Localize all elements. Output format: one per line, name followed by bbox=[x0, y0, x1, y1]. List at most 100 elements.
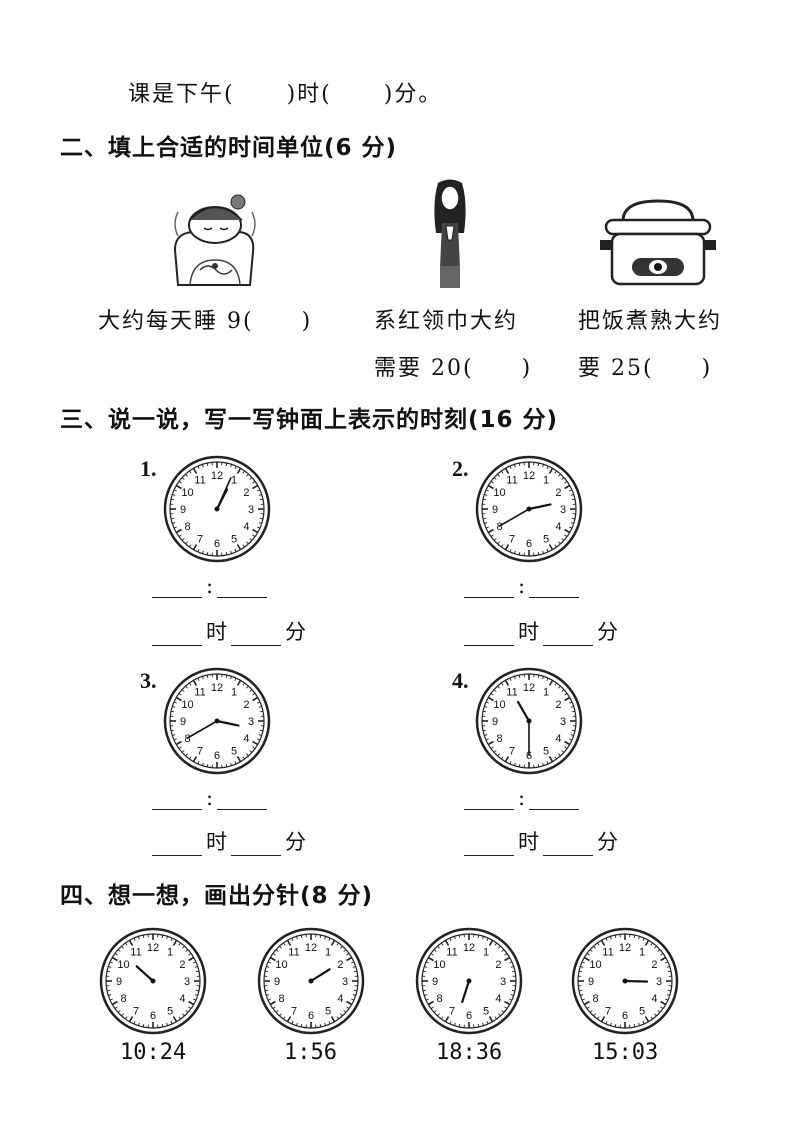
clock-numeral: 1 bbox=[231, 475, 237, 487]
clock-numeral: 2 bbox=[243, 699, 249, 711]
section3-title: 三、说一说，写一写钟面上表示的时刻(16 分) bbox=[60, 407, 559, 433]
clock-tick bbox=[182, 1013, 185, 1017]
clock-tick bbox=[430, 953, 434, 956]
clock-numeral: 1 bbox=[231, 687, 237, 699]
clock-tick bbox=[246, 753, 249, 757]
answer-words-1[interactable]: 时分 bbox=[152, 616, 310, 646]
clock-tick bbox=[236, 544, 242, 551]
clock-tick bbox=[490, 481, 494, 484]
clock-numeral: 11 bbox=[506, 475, 517, 487]
clock-tick bbox=[291, 937, 294, 941]
clock-tick bbox=[665, 961, 669, 964]
clock-tick bbox=[166, 1022, 168, 1026]
clock-center bbox=[214, 718, 220, 724]
clock-tick bbox=[485, 489, 489, 492]
clock-numeral: 3 bbox=[248, 504, 254, 516]
hour-hand bbox=[623, 979, 649, 983]
clock-tick bbox=[111, 956, 118, 962]
clock-tick bbox=[518, 551, 521, 556]
clock-tick bbox=[484, 522, 488, 524]
clock-tick bbox=[328, 1021, 331, 1025]
answer-digital-1[interactable]: : bbox=[152, 574, 268, 598]
clock-tick bbox=[114, 953, 118, 956]
clock-tick bbox=[259, 517, 264, 520]
clock-tick bbox=[230, 762, 232, 766]
clock-tick bbox=[128, 939, 134, 946]
clock-tick bbox=[501, 1010, 505, 1013]
answer-words-2[interactable]: 时分 bbox=[464, 616, 622, 646]
clock-tick bbox=[542, 676, 544, 680]
clock-numeral: 3 bbox=[248, 716, 254, 728]
clock-tick bbox=[509, 549, 512, 553]
clock-tick bbox=[106, 970, 111, 973]
clock-tick bbox=[351, 998, 355, 1001]
answer-digital-2[interactable]: : bbox=[464, 574, 580, 598]
clock-tick bbox=[504, 956, 511, 962]
clock-tick bbox=[192, 679, 198, 686]
clock-tick bbox=[564, 696, 571, 702]
clock-numeral: 8 bbox=[184, 733, 190, 745]
clock-tick bbox=[614, 1023, 617, 1028]
clock-tick bbox=[352, 994, 356, 996]
clock-numeral: 12 bbox=[305, 942, 317, 954]
clock-tick bbox=[206, 674, 209, 679]
clock-tick bbox=[504, 467, 510, 474]
clock-numeral: 10 bbox=[493, 699, 505, 711]
clock-tick bbox=[583, 1000, 590, 1006]
clock-tick bbox=[548, 467, 554, 474]
answer-digital-4[interactable]: : bbox=[464, 786, 580, 810]
clock-tick bbox=[193, 961, 197, 964]
clock-tick bbox=[173, 489, 177, 492]
clock-numeral: 4 bbox=[243, 733, 249, 745]
clock-tick bbox=[578, 970, 583, 973]
clock-tick bbox=[188, 1006, 192, 1009]
clock-numeral: 3 bbox=[342, 976, 348, 988]
clock-tick bbox=[610, 1022, 612, 1026]
clock-tick bbox=[343, 1010, 347, 1013]
clock-tick bbox=[422, 970, 427, 973]
clock-tick bbox=[225, 763, 228, 768]
hour-hand bbox=[215, 719, 240, 727]
clock-tick bbox=[425, 961, 429, 964]
clock-tick bbox=[444, 1016, 450, 1023]
clock-number-2: 2. bbox=[452, 456, 469, 481]
answer-digital-3[interactable]: : bbox=[152, 786, 268, 810]
clock-tick bbox=[283, 942, 286, 946]
clock-tick bbox=[477, 934, 480, 939]
clock-tick bbox=[181, 750, 185, 753]
clock-tick bbox=[291, 1021, 294, 1025]
clock-tick bbox=[242, 544, 245, 548]
clock-tick bbox=[173, 738, 177, 741]
clock-tick bbox=[108, 994, 112, 996]
clock-numeral: 11 bbox=[194, 475, 205, 487]
clock-tick bbox=[537, 674, 540, 679]
clock-tick bbox=[482, 710, 487, 713]
clock-tick bbox=[542, 550, 544, 554]
answer-words-4[interactable]: 时分 bbox=[464, 826, 622, 856]
answer-words-3[interactable]: 时分 bbox=[152, 826, 310, 856]
clock-tick bbox=[558, 753, 561, 757]
clock-tick bbox=[234, 761, 237, 765]
clock-center bbox=[150, 978, 156, 984]
clock-tick bbox=[485, 526, 489, 529]
clock-tick bbox=[537, 551, 540, 556]
clock-tick bbox=[242, 470, 245, 474]
clock-tick bbox=[272, 953, 276, 956]
clock-tick bbox=[667, 970, 672, 973]
clock-number-1: 1. bbox=[140, 456, 157, 481]
clock-tick bbox=[170, 498, 175, 501]
clock-tick bbox=[188, 1000, 195, 1006]
clock-tick bbox=[561, 750, 565, 753]
clock-tick bbox=[259, 729, 264, 732]
clock-numeral: 7 bbox=[509, 745, 515, 757]
clock-tick bbox=[188, 953, 192, 956]
clock-tick bbox=[494, 1016, 497, 1020]
clock-tick bbox=[493, 750, 497, 753]
clock-tick bbox=[581, 998, 585, 1001]
